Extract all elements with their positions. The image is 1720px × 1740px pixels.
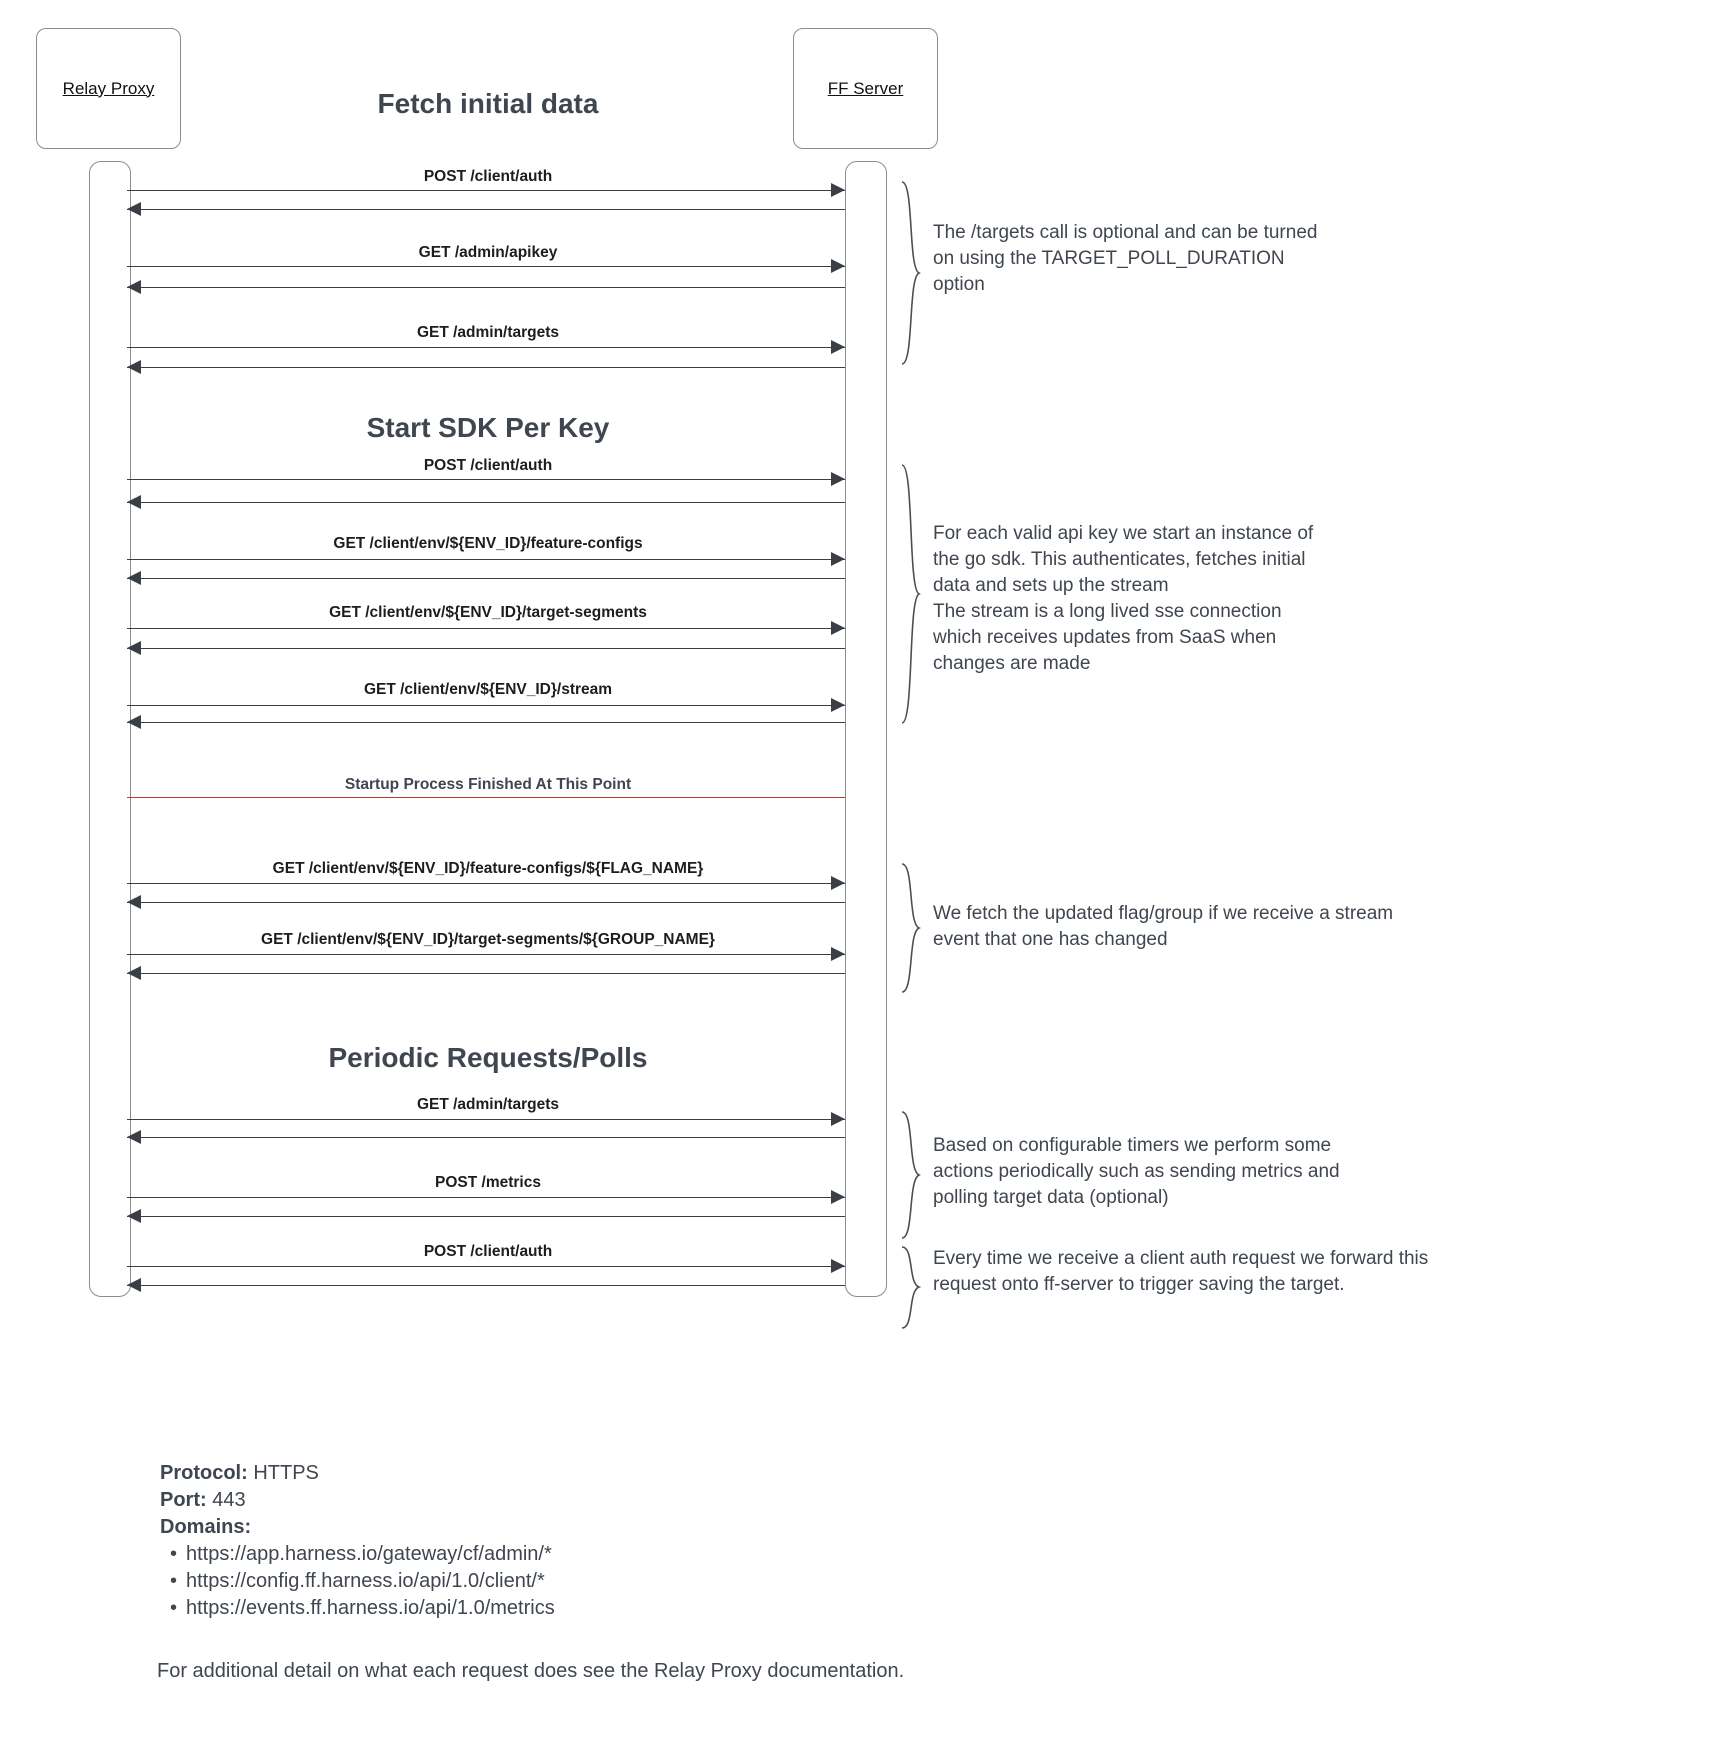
message-label-m10: GET /admin/targets bbox=[416, 1096, 560, 1113]
participant-box-relay-proxy[interactable]: Relay Proxy bbox=[36, 28, 181, 149]
section-title-fetch-initial-data: Fetch initial data bbox=[377, 88, 599, 119]
legend-domain-list: https://app.harness.io/gateway/cf/admin/… bbox=[160, 1541, 800, 1622]
message-arrow-m7-request bbox=[127, 705, 845, 706]
message-label-m3: GET /admin/targets bbox=[416, 324, 560, 341]
message-arrowhead-m12-request bbox=[831, 1259, 845, 1273]
message-arrowhead-m2-response bbox=[127, 280, 141, 294]
message-label-m4: POST /client/auth bbox=[423, 457, 553, 474]
message-label-m6: GET /client/env/${ENV_ID}/target-segment… bbox=[329, 604, 647, 621]
message-arrowhead-m8-request bbox=[831, 876, 845, 890]
divider-label-startup-finished: Startup Process Finished At This Point bbox=[344, 776, 632, 793]
message-arrow-m12-response bbox=[127, 1285, 845, 1286]
message-arrowhead-m6-response bbox=[127, 641, 141, 655]
message-arrowhead-m3-response bbox=[127, 360, 141, 374]
lifeline-activation-ff-server bbox=[845, 161, 887, 1297]
divider-line-startup-finished bbox=[127, 797, 845, 798]
message-arrowhead-m9-request bbox=[831, 947, 845, 961]
annotation-note-client-auth-forward: Every time we receive a client auth requ… bbox=[933, 1248, 1429, 1295]
footer-documentation-note: For additional detail on what each reque… bbox=[157, 1660, 905, 1682]
legend-domain-item: https://config.ff.harness.io/api/1.0/cli… bbox=[170, 1568, 800, 1595]
legend-domain-item: https://app.harness.io/gateway/cf/admin/… bbox=[170, 1541, 800, 1568]
message-arrow-m6-response bbox=[127, 648, 845, 649]
message-arrowhead-m11-response bbox=[127, 1209, 141, 1223]
message-arrowhead-m3-request bbox=[831, 340, 845, 354]
message-arrow-m2-response bbox=[127, 287, 845, 288]
message-arrow-m7-response bbox=[127, 722, 845, 723]
participant-label-ff-server: FF Server bbox=[827, 78, 904, 98]
message-arrow-m8-response bbox=[127, 902, 845, 903]
message-arrow-m4-response bbox=[127, 502, 845, 503]
legend-label-protocol: Protocol: bbox=[160, 1462, 248, 1484]
message-arrow-m10-request bbox=[127, 1119, 845, 1120]
message-arrowhead-m1-request bbox=[831, 183, 845, 197]
message-arrowhead-m8-response bbox=[127, 895, 141, 909]
legend-value-port: 443 bbox=[212, 1489, 246, 1511]
legend-block: Protocol: HTTPS Port: 443 Domains: https… bbox=[160, 1460, 800, 1622]
message-arrow-m9-response bbox=[127, 973, 845, 974]
message-arrow-m10-response bbox=[127, 1137, 845, 1138]
legend-label-port: Port: bbox=[160, 1489, 207, 1511]
message-arrowhead-m10-response bbox=[127, 1130, 141, 1144]
message-arrowhead-m2-request bbox=[831, 259, 845, 273]
message-arrow-m6-request bbox=[127, 628, 845, 629]
message-arrowhead-m10-request bbox=[831, 1112, 845, 1126]
annotation-note-sdk-instance: For each valid api key we start an insta… bbox=[933, 523, 1314, 674]
message-arrowhead-m6-request bbox=[831, 621, 845, 635]
message-arrow-m1-response bbox=[127, 209, 845, 210]
legend-row-domains: Domains: bbox=[160, 1514, 800, 1541]
message-arrowhead-m7-request bbox=[831, 698, 845, 712]
message-arrowhead-m12-response bbox=[127, 1278, 141, 1292]
message-arrow-m5-response bbox=[127, 578, 845, 579]
annotation-note-periodic-timers: Based on configurable timers we perform … bbox=[933, 1135, 1340, 1208]
message-label-m7: GET /client/env/${ENV_ID}/stream bbox=[363, 681, 613, 698]
message-label-m12: POST /client/auth bbox=[423, 1243, 553, 1260]
message-arrow-m4-request bbox=[127, 479, 845, 480]
message-arrowhead-m11-request bbox=[831, 1190, 845, 1204]
message-label-m1: POST /client/auth bbox=[423, 168, 553, 185]
message-arrowhead-m4-response bbox=[127, 495, 141, 509]
legend-label-domains: Domains: bbox=[160, 1516, 252, 1538]
legend-row-protocol: Protocol: HTTPS bbox=[160, 1460, 800, 1487]
legend-domain-item: https://events.ff.harness.io/api/1.0/met… bbox=[170, 1595, 800, 1622]
message-arrowhead-m1-response bbox=[127, 202, 141, 216]
legend-row-port: Port: 443 bbox=[160, 1487, 800, 1514]
participant-label-relay-proxy: Relay Proxy bbox=[62, 78, 155, 98]
message-arrow-m3-request bbox=[127, 347, 845, 348]
message-arrow-m3-response bbox=[127, 367, 845, 368]
annotation-note-stream-update: We fetch the updated flag/group if we re… bbox=[933, 903, 1394, 950]
message-arrowhead-m7-response bbox=[127, 715, 141, 729]
message-arrow-m11-response bbox=[127, 1216, 845, 1217]
legend-value-protocol: HTTPS bbox=[253, 1462, 319, 1484]
message-arrow-m12-request bbox=[127, 1266, 845, 1267]
message-arrowhead-m9-response bbox=[127, 966, 141, 980]
message-arrow-m8-request bbox=[127, 883, 845, 884]
annotation-note-targets-optional: The /targets call is optional and can be… bbox=[933, 222, 1318, 295]
message-arrow-m5-request bbox=[127, 559, 845, 560]
message-arrow-m11-request bbox=[127, 1197, 845, 1198]
message-arrowhead-m5-request bbox=[831, 552, 845, 566]
message-label-m8: GET /client/env/${ENV_ID}/feature-config… bbox=[272, 860, 704, 877]
section-title-periodic-requests: Periodic Requests/Polls bbox=[328, 1042, 648, 1073]
message-arrow-m1-request bbox=[127, 190, 845, 191]
message-label-m9: GET /client/env/${ENV_ID}/target-segment… bbox=[261, 931, 715, 948]
section-title-start-sdk-per-key: Start SDK Per Key bbox=[366, 412, 610, 443]
message-label-m2: GET /admin/apikey bbox=[418, 244, 558, 261]
message-label-m11: POST /metrics bbox=[435, 1174, 541, 1191]
annotation-brace-periodic-timers bbox=[898, 1110, 922, 1240]
message-arrow-m2-request bbox=[127, 266, 845, 267]
message-arrowhead-m5-response bbox=[127, 571, 141, 585]
message-arrowhead-m4-request bbox=[831, 472, 845, 486]
annotation-brace-stream-update bbox=[898, 862, 922, 994]
participant-box-ff-server[interactable]: FF Server bbox=[793, 28, 938, 149]
message-label-m5: GET /client/env/${ENV_ID}/feature-config… bbox=[333, 535, 643, 552]
annotation-brace-targets-optional bbox=[898, 180, 922, 366]
lifeline-activation-relay-proxy bbox=[89, 161, 131, 1297]
message-arrow-m9-request bbox=[127, 954, 845, 955]
annotation-brace-client-auth-forward bbox=[898, 1245, 922, 1330]
annotation-brace-sdk-instance bbox=[898, 463, 922, 725]
